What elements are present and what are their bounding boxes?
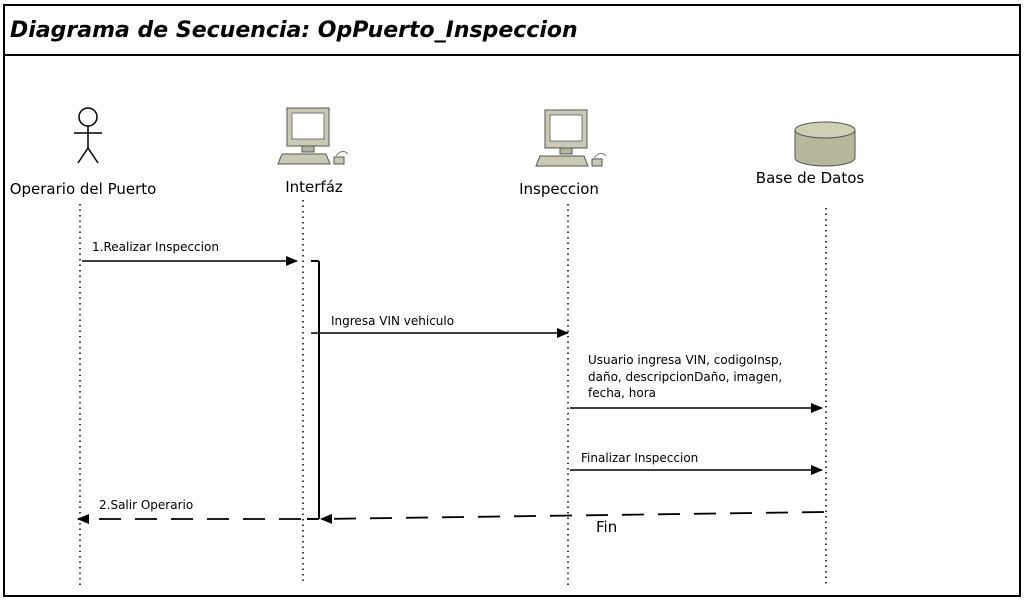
actor-stick-figure-icon xyxy=(74,107,102,164)
database-cylinder-icon xyxy=(794,121,856,167)
message-label: daño, descripcionDaño, imagen, xyxy=(588,370,782,384)
message-label: 2.Salir Operario xyxy=(99,498,193,512)
computer-icon xyxy=(277,107,349,165)
message-label: fecha, hora xyxy=(588,386,656,400)
diagram-frame: Diagrama de Secuencia: OpPuerto_Inspecci… xyxy=(3,4,1021,597)
participant-label-interfaz: Interfáz xyxy=(285,178,343,196)
message-label: Finalizar Inspeccion xyxy=(581,451,698,465)
participant-label-bd: Base de Datos xyxy=(756,169,865,187)
participant-label-inspeccion: Inspeccion xyxy=(519,180,599,198)
message-label: Fin xyxy=(596,518,617,536)
message-label: Ingresa VIN vehiculo xyxy=(331,314,454,328)
diagram-title: Diagrama de Secuencia: OpPuerto_Inspecci… xyxy=(10,18,578,43)
participant-label-operario: Operario del Puerto xyxy=(10,180,157,198)
message-label: 1.Realizar Inspeccion xyxy=(92,240,219,254)
activation-bar xyxy=(307,260,320,520)
message-label: Usuario ingresa VIN, codigoInsp, xyxy=(588,353,782,367)
computer-icon xyxy=(535,109,607,167)
return-message-arrow xyxy=(320,511,825,524)
title-bar: Diagrama de Secuencia: OpPuerto_Inspecci… xyxy=(5,6,1019,56)
